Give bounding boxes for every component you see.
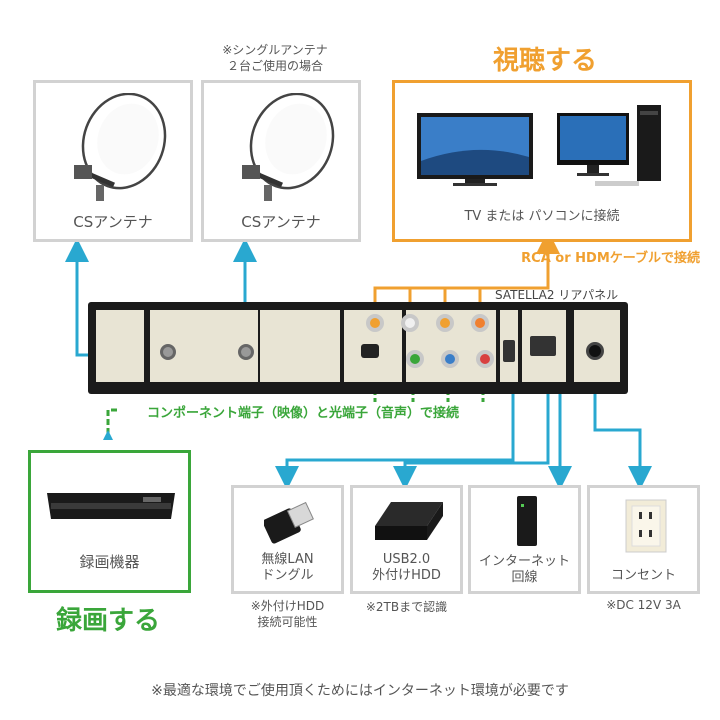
internet-box: インターネット 回線 [468,485,581,594]
note-line-2: ２台ご使用の場合 [226,59,323,73]
outlet-label: コンセント [610,568,676,583]
satellite-dish-icon [242,93,335,201]
panel-info [96,310,144,382]
panel-antenna-input-2 [260,310,340,382]
recorder-icon [47,493,175,519]
rear-panel [88,302,628,394]
device-label: SATELLA2 リアパネル [495,288,619,302]
hdd-label-line-1: USB2.0 [382,552,431,567]
power-outlet-icon [625,499,667,553]
component-y-port [406,350,424,368]
router-icon [517,496,537,546]
usb-port [503,340,515,362]
record-title: 録画する [55,606,160,636]
rca-port-1 [366,314,384,332]
rca-port-4 [471,314,489,332]
antenna-label: CSアンテナ [241,213,321,231]
watch-box: TV または パソコンに接続 [392,80,692,242]
antenna-box-1: CSアンテナ [33,80,193,242]
dongle-note-line-2: 接続可能性 [257,615,318,629]
component-pb-port [441,350,459,368]
desktop-pc-icon [557,105,661,186]
hdd-line [393,360,550,490]
hdd-label-line-2: 外付けHDD [372,568,441,583]
recorder-label: 録画機器 [79,553,140,571]
outlet-box: コンセント [587,485,700,594]
internet-label: インターネット 回線 [471,554,578,586]
antenna-port-2 [238,344,254,360]
optical-port [361,344,379,358]
watch-title: 視聴する [492,46,597,76]
component-pr-port [476,350,494,368]
usb-dongle-icon [264,501,314,544]
satellite-dish-icon [74,93,167,201]
dongle-note-line-1: ※外付けHDD [250,599,325,613]
antenna-box-2: CSアンテナ [201,80,361,242]
dongle-label-line-2: ドングル [261,568,314,583]
lan-port [530,336,556,356]
rca-port-2 [401,314,419,332]
dc-power-port [586,342,604,360]
tv-icon [417,113,533,186]
internet-label-line-2: 回線 [511,570,538,585]
single-antenna-note: ※シングルアンテナ ２台ご使用の場合 [205,42,345,74]
watch-label: TV または パソコンに接続 [464,209,620,224]
dongle-label: 無線LAN ドングル [234,552,341,584]
cable-label: RCA or HDMケーブルで接続 [521,251,700,266]
hdd-note: ※2TBまで認識 [365,600,448,614]
recorder-box: 録画機器 [28,450,191,593]
dongle-box: 無線LAN ドングル [231,485,344,594]
note-line-1: ※シングルアンテナ [222,43,328,57]
power-line [593,360,652,490]
antenna-label: CSアンテナ [73,213,153,231]
hdd-label: USB2.0 外付けHDD [353,552,460,584]
dongle-label-line-1: 無線LAN [261,552,314,567]
rca-port-3 [436,314,454,332]
internet-label-line-1: インターネット [478,554,570,569]
hdd-icon [375,502,443,540]
outlet-note: ※DC 12V 3A [606,598,681,612]
footer-note: ※最適な環境でご使用頂くためにはインターネット環境が必要です [151,683,569,699]
component-label: コンポーネント端子（映像）と光端子（音声）で接続 [118,402,488,421]
dongle-line [275,360,515,490]
antenna-port-1 [160,344,176,360]
dongle-note: ※外付けHDD 接続可能性 [231,598,344,630]
hdd-box: USB2.0 外付けHDD [350,485,463,594]
